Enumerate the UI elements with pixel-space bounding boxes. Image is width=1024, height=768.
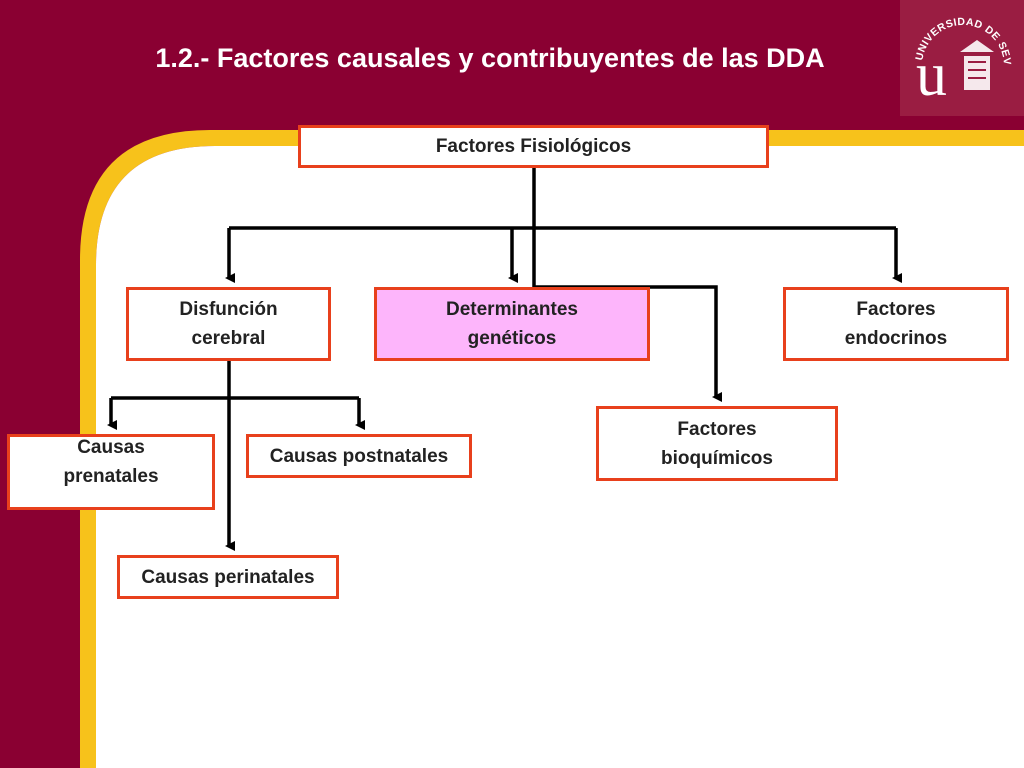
slide-title: 1.2.- Factores causales y contribuyentes…: [155, 43, 825, 73]
node-causas-prenatales: Causas prenatales: [7, 434, 215, 510]
node-label: Factores Fisiológicos: [435, 136, 632, 157]
logo-monogram: u: [916, 41, 947, 109]
node-label: Factores bioquímicos: [661, 418, 773, 469]
node-disfuncion-cerebral: Disfunción cerebral: [126, 287, 331, 361]
node-factores-endocrinos: Factores endocrinos: [783, 287, 1009, 361]
node-label: Causas prenatales: [63, 437, 159, 487]
node-causas-perinatales: Causas perinatales: [117, 555, 339, 599]
node-factores-fisiologicos: Factores Fisiológicos: [298, 125, 769, 168]
node-determinantes-geneticos: Determinantes genéticos: [374, 287, 650, 361]
node-factores-bioquimicos: Factores bioquímicos: [596, 406, 838, 481]
logo-emblem-icon: [960, 40, 994, 90]
node-label: Disfunción cerebral: [179, 299, 278, 349]
node-label: Determinantes genéticos: [446, 299, 578, 349]
node-label: Factores endocrinos: [844, 299, 948, 349]
university-logo: UNIVERSIDAD DE SEVILLA u: [900, 0, 1024, 116]
node-label: Causas perinatales: [141, 566, 315, 588]
node-label: Causas postnatales: [269, 445, 449, 467]
node-causas-postnatales: Causas postnatales: [246, 434, 472, 478]
